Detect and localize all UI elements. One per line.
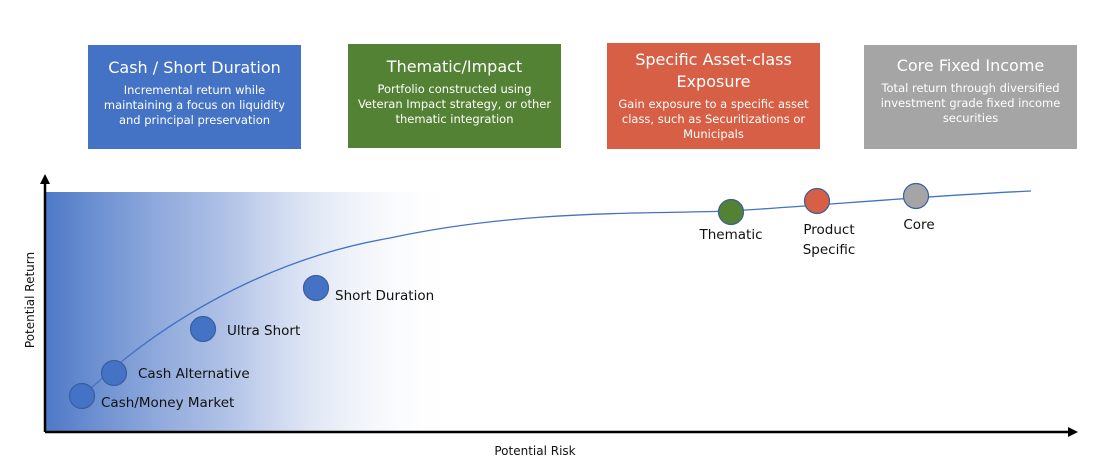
x-axis xyxy=(45,427,1078,437)
point-label: Ultra Short xyxy=(227,323,300,339)
point-label: Cash Alternative xyxy=(138,366,250,382)
x-axis-arrow-icon xyxy=(1068,427,1078,437)
box-description: Gain exposure to a specific asset class,… xyxy=(618,97,809,141)
point-marker xyxy=(803,187,831,215)
thematic-impact-box: Thematic/Impact Portfolio constructed us… xyxy=(348,44,561,148)
liquidity-shaded-region xyxy=(46,192,456,432)
point-label: Cash/Money Market xyxy=(101,395,234,411)
box-title: Thematic/Impact xyxy=(386,57,523,76)
point-marker xyxy=(100,359,128,387)
point-marker xyxy=(68,382,96,410)
point-label: Core xyxy=(903,217,934,233)
box-title: Core Fixed Income xyxy=(896,56,1045,75)
y-axis xyxy=(40,174,50,432)
y-axis-label: Potential Return xyxy=(23,252,37,348)
point-label: Thematic xyxy=(699,227,763,243)
point-marker xyxy=(189,315,217,343)
core-fixed-income-box: Core Fixed Income Total return through d… xyxy=(864,45,1077,149)
point-label: Short Duration xyxy=(335,288,434,304)
point-marker xyxy=(302,274,330,302)
cash-short-duration-box: Cash / Short Duration Incremental return… xyxy=(88,45,301,149)
box-title: Cash / Short Duration xyxy=(108,58,281,77)
risk-return-curve xyxy=(81,190,1032,398)
box-description: Incremental return while maintaining a f… xyxy=(103,83,286,127)
y-axis-arrow-icon xyxy=(40,174,50,184)
points-layer: Cash/Money Market Cash Alternative Ultra S… xyxy=(68,182,935,411)
box-description: Total return through diversified investm… xyxy=(880,81,1061,125)
box-title: Specific Asset-class Exposure xyxy=(635,50,792,91)
x-axis-label: Potential Risk xyxy=(494,444,575,458)
point-marker xyxy=(902,182,930,210)
specific-asset-class-box: Specific Asset-class Exposure Gain expos… xyxy=(607,43,820,149)
point-marker xyxy=(717,198,745,226)
box-description: Portfolio constructed using Veteran Impa… xyxy=(357,82,552,126)
